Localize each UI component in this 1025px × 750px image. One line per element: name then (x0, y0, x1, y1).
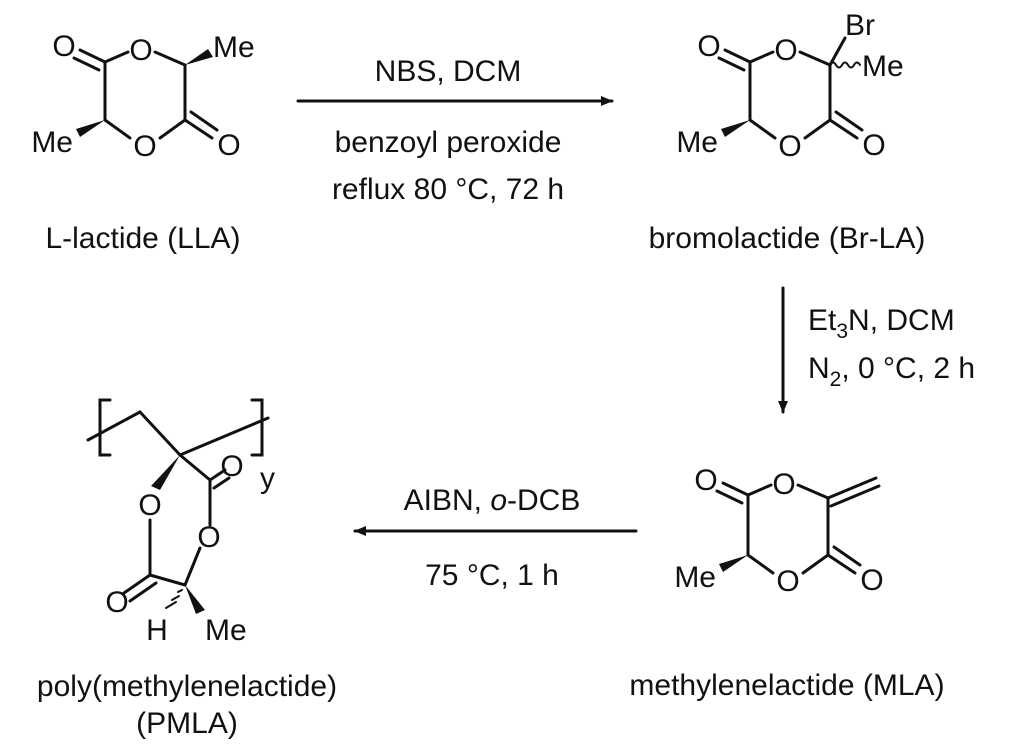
mla-structure: O O O O Me (674, 464, 883, 598)
pmla-caption-line1: poly(methylenelactide) (37, 670, 337, 703)
mla-carbonyl-oxygen-right: O (860, 564, 883, 597)
pmla-caption-line2: (PMLA) (136, 707, 238, 740)
step2-reagents: Et3N, DCM (808, 304, 955, 343)
pmla-hydrogen: H (146, 614, 168, 647)
brla-ring-oxygen-top: O (774, 34, 797, 67)
step1-reagents: NBS, DCM (375, 55, 522, 88)
step1-initiator: benzoyl peroxide (335, 126, 562, 159)
mla-methyl-bottom: Me (674, 561, 716, 594)
lla-ring-oxygen-top: O (129, 34, 152, 67)
pmla-structure: O y O O O H Me (86, 398, 275, 647)
pmla-methyl: Me (205, 614, 247, 647)
step2-conditions: N2, 0 °C, 2 h (808, 352, 975, 391)
lla-ring-oxygen-bottom: O (133, 130, 156, 163)
lla-carbonyl-oxygen-right: O (217, 129, 240, 162)
mla-carbonyl-oxygen-left: O (694, 464, 717, 497)
step1-temperature-time: reflux 80 °C, 72 h (332, 173, 564, 206)
pmla-ring-oxygen-upper: O (138, 489, 161, 522)
brla-bromine: Br (845, 9, 875, 42)
lla-caption: L-lactide (LLA) (45, 222, 240, 255)
brla-carbonyl-oxygen-left: O (697, 30, 720, 63)
brla-caption: bromolactide (Br-LA) (649, 222, 926, 255)
brla-carbonyl-oxygen-right: O (862, 129, 885, 162)
brla-methyl-bottom: Me (676, 126, 718, 159)
lla-structure: O O O O Me Me (31, 30, 254, 163)
pmla-carbonyl-oxygen-left: O (105, 586, 128, 619)
pmla-repeat-index: y (260, 462, 275, 495)
mla-caption: methylenelactide (MLA) (629, 669, 944, 702)
brla-ring-oxygen-bottom: O (778, 130, 801, 163)
lla-methyl-top: Me (213, 31, 255, 64)
pmla-carbonyl-oxygen-top: O (220, 450, 243, 483)
step3-conditions: 75 °C, 1 h (425, 559, 559, 592)
brla-structure: Br O O O O Me Me (676, 9, 903, 163)
lla-methyl-bottom: Me (31, 126, 73, 159)
mla-ring-oxygen-bottom: O (776, 565, 799, 598)
pmla-ring-oxygen-right: O (197, 521, 220, 554)
brla-methyl-right: Me (862, 50, 904, 83)
lla-carbonyl-oxygen-left: O (52, 30, 75, 63)
mla-ring-oxygen-top: O (772, 468, 795, 501)
step3-reagents: AIBN, o-DCB (404, 484, 581, 517)
